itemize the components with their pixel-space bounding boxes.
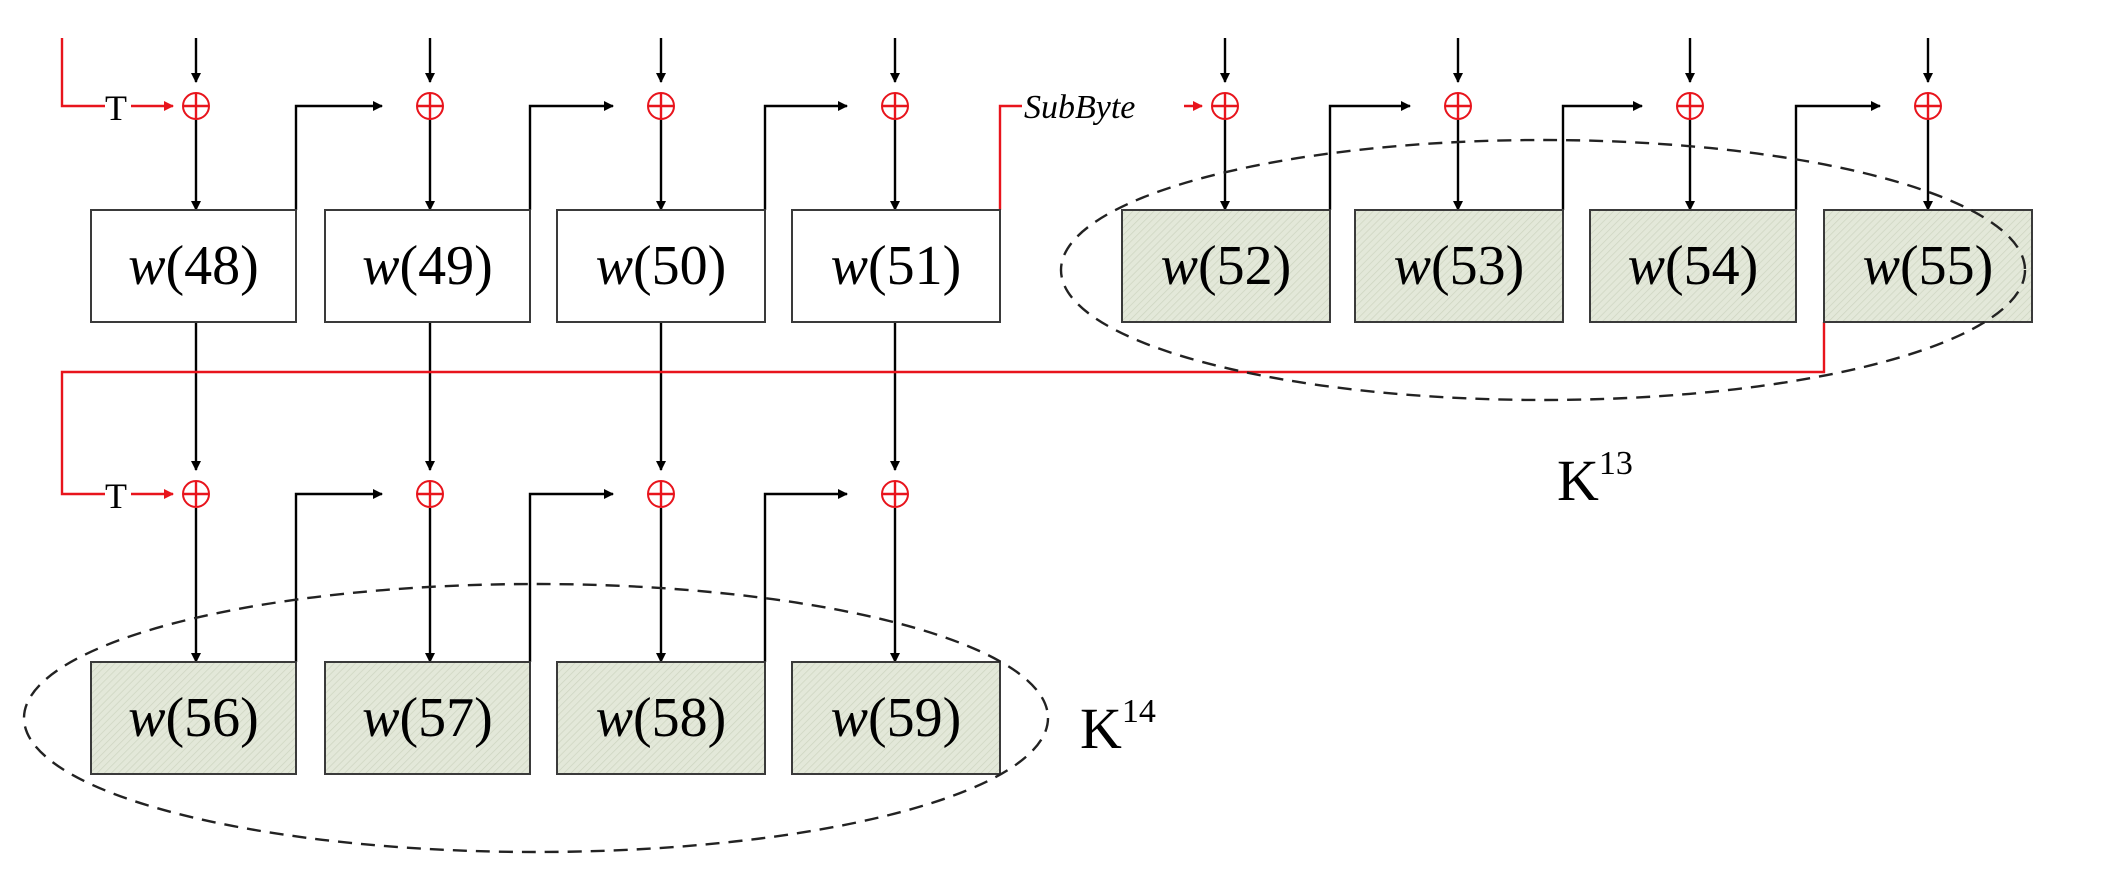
word-prefix: w: [362, 235, 399, 297]
word-box-shaded: w(53): [1354, 209, 1564, 323]
word-box-shaded: w(58): [556, 661, 766, 775]
word-prefix: w: [1394, 235, 1431, 297]
xor-icon: [881, 480, 909, 508]
word-prefix: w: [1161, 235, 1198, 297]
word-box: w(51): [791, 209, 1001, 323]
k13-group-ellipse: [1059, 138, 2027, 402]
word-index: (53): [1431, 235, 1524, 297]
word-index: (49): [400, 235, 493, 297]
word-index: (48): [166, 235, 259, 297]
word-prefix: w: [596, 235, 633, 297]
word-index: (55): [1900, 235, 1993, 297]
word-prefix: w: [831, 687, 868, 749]
k14-superscript: 14: [1122, 693, 1156, 730]
xor-icon: [647, 480, 675, 508]
word-box-shaded: w(52): [1121, 209, 1331, 323]
word-box: w(48): [90, 209, 297, 323]
xor-icon: [1444, 92, 1472, 120]
t-label-bottom: T: [105, 476, 127, 516]
word-index: (50): [633, 235, 726, 297]
word-index: (58): [633, 687, 726, 749]
svg-text:w(59): w(59): [831, 687, 962, 749]
k14-base: K: [1080, 696, 1122, 761]
word-index: (51): [868, 235, 961, 297]
svg-text:w(53): w(53): [1394, 235, 1525, 297]
word-prefix: w: [1863, 235, 1900, 297]
svg-text:w(50): w(50): [596, 235, 727, 297]
word-box: w(50): [556, 209, 766, 323]
xor-icon: [1914, 92, 1942, 120]
k13-label: K13: [1557, 445, 1633, 513]
word-box-shaded: w(59): [791, 661, 1001, 775]
word-index: (56): [166, 687, 259, 749]
word-index: (59): [868, 687, 961, 749]
t-label-top: T: [105, 88, 127, 128]
k13-base: K: [1557, 448, 1599, 513]
word-index: (54): [1665, 235, 1758, 297]
xor-icon: [416, 480, 444, 508]
xor-icon: [1676, 92, 1704, 120]
subbyte-label: SubByte: [1024, 89, 1135, 126]
svg-text:w(57): w(57): [362, 687, 493, 749]
word-index: (52): [1198, 235, 1291, 297]
xor-icon: [182, 480, 210, 508]
word-index: (57): [400, 687, 493, 749]
word-prefix: w: [128, 687, 165, 749]
row1-word-boxes: w(48) w(49) w(50) w(51) w(52) w(53) w(54…: [90, 209, 2033, 323]
svg-text:w(55): w(55): [1863, 235, 1994, 297]
svg-text:w(54): w(54): [1628, 235, 1759, 297]
xor-icon: [647, 92, 675, 120]
word-box-shaded: w(56): [90, 661, 297, 775]
word-prefix: w: [596, 687, 633, 749]
row1-wiring: [60, 38, 1933, 211]
svg-text:w(58): w(58): [596, 687, 727, 749]
xor-icon: [182, 92, 210, 120]
row2-xor-nodes: [182, 480, 909, 508]
k14-label: K14: [1080, 693, 1156, 761]
svg-text:w(48): w(48): [128, 235, 259, 297]
word-prefix: w: [831, 235, 868, 297]
xor-icon: [881, 92, 909, 120]
word-box-shaded: w(54): [1589, 209, 1797, 323]
word-box-shaded: w(55): [1823, 209, 2033, 323]
word-prefix: w: [1628, 235, 1665, 297]
word-prefix: w: [362, 687, 399, 749]
word-box: w(49): [324, 209, 531, 323]
row2-wiring: [60, 322, 1826, 663]
k13-superscript: 13: [1599, 445, 1633, 482]
svg-text:w(49): w(49): [362, 235, 493, 297]
word-prefix: w: [128, 235, 165, 297]
word-box-shaded: w(57): [324, 661, 531, 775]
k14-group-ellipse: [22, 582, 1050, 854]
svg-text:w(52): w(52): [1161, 235, 1292, 297]
row2-word-boxes: w(56) w(57) w(58) w(59): [90, 661, 1001, 775]
xor-icon: [1211, 92, 1239, 120]
svg-text:w(56): w(56): [128, 687, 259, 749]
xor-icon: [416, 92, 444, 120]
row1-xor-nodes: [182, 92, 1942, 120]
svg-text:w(51): w(51): [831, 235, 962, 297]
